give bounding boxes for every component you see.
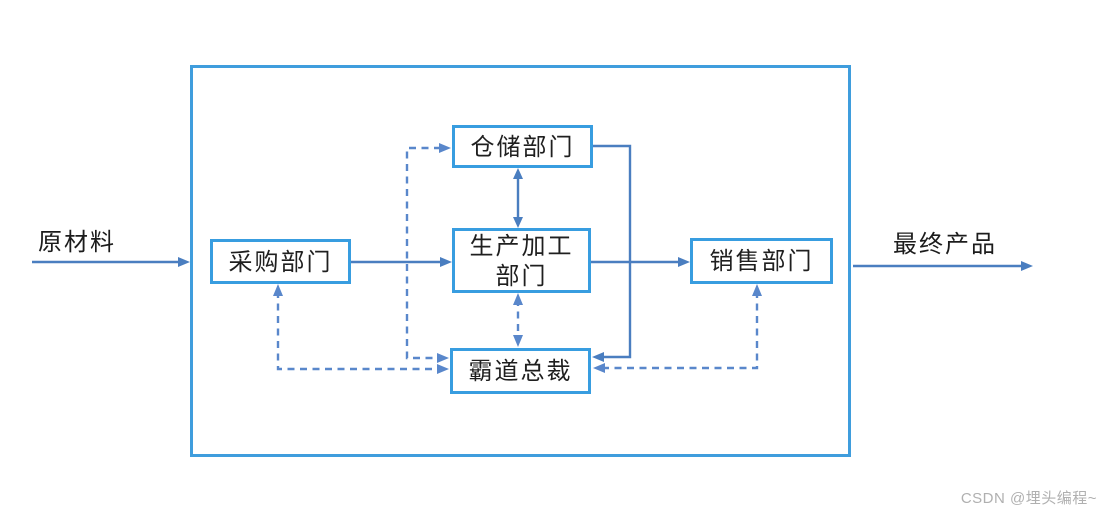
node-sales-dept: 销售部门 — [690, 238, 833, 284]
edge-purchasing-ceo-dashed — [273, 284, 449, 374]
system-boundary-box — [190, 65, 851, 457]
edge-final-product-out — [853, 261, 1033, 271]
node-purchasing-dept: 采购部门 — [210, 239, 351, 284]
edge-production-to-sales — [591, 257, 690, 267]
edge-raw-materials-in — [32, 257, 190, 267]
edge-production-ceo-dashed — [513, 293, 523, 347]
edge-warehouse-production-two-way — [513, 168, 523, 228]
edge-purchasing-to-production — [351, 257, 452, 267]
node-warehouse-dept: 仓储部门 — [452, 125, 593, 168]
csdn-watermark: CSDN @埋头编程~ — [960, 490, 1097, 507]
node-warehouse-label: 仓储部门 — [470, 132, 575, 161]
node-ceo: 霸道总裁 — [450, 348, 591, 394]
node-production-dept: 生产加工 部门 — [452, 228, 591, 293]
edge-ceo-warehouse-dashed — [405, 143, 451, 363]
raw-materials-label: 原材料 — [38, 228, 116, 256]
node-sales-label: 销售部门 — [709, 247, 814, 275]
node-purchasing-label: 采购部门 — [228, 247, 333, 276]
final-product-label: 最终产品 — [893, 230, 997, 258]
edge-sales-ceo-dashed — [593, 284, 762, 373]
edge-warehouse-to-ceo — [592, 144, 632, 362]
node-ceo-label: 霸道总裁 — [468, 357, 573, 385]
node-production-label: 生产加工 部门 — [469, 231, 574, 290]
